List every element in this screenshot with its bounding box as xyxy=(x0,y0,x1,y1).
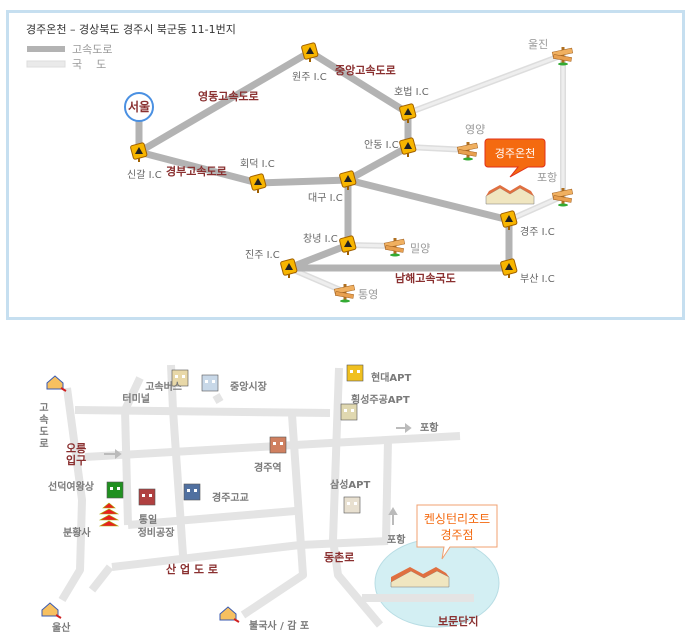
caution-sign-icon xyxy=(301,42,319,62)
arrow-icons xyxy=(104,423,412,525)
apartment-icon xyxy=(340,403,358,421)
landmark-icons xyxy=(98,364,364,527)
direction-label: 고속도로 xyxy=(37,402,49,450)
caution-sign-icon xyxy=(399,103,417,123)
landmark-label: 경주역 xyxy=(254,461,282,474)
legend-national-label: 국 도 xyxy=(72,58,106,71)
garage-icon xyxy=(138,488,156,506)
caution-sign-icon xyxy=(399,137,417,157)
ic-label: 안동 I.C xyxy=(364,139,399,151)
ic-label: 부산 I.C xyxy=(520,273,555,285)
road-label: 보문단지 xyxy=(438,614,478,628)
apartment-tower-icon xyxy=(346,364,364,382)
train-station-icon xyxy=(269,436,287,454)
caution-sign-icon xyxy=(249,173,267,193)
interchange-icons xyxy=(130,42,518,278)
legend-highway-label: 고속도로 xyxy=(72,43,112,56)
highways xyxy=(135,47,513,272)
direction-arrow-icon xyxy=(219,606,240,623)
top-map-frame xyxy=(6,10,685,320)
signpost-icon xyxy=(551,47,574,66)
landmark-label: 현대APT xyxy=(371,371,411,384)
highway-label: 남해고속국도 xyxy=(395,271,456,285)
highway-label: 중앙고속도로 xyxy=(335,64,396,77)
signpost-icon xyxy=(333,284,356,303)
road-label: 산 업 도 로 xyxy=(166,562,218,576)
caution-sign-icon xyxy=(130,142,148,162)
highway-label: 경부고속도로 xyxy=(166,164,227,178)
road-label: 동촌로 xyxy=(324,550,354,564)
seoul-label: 서울 xyxy=(128,99,150,114)
landmark-label: 분황사 xyxy=(63,526,91,539)
seoul-marker xyxy=(124,92,154,122)
ic-label: 창녕 I.C xyxy=(303,233,338,245)
market-icon xyxy=(201,374,219,392)
caution-sign-icon xyxy=(500,258,518,278)
destination-callout: 경주온천 xyxy=(484,138,546,178)
landmark-label: 선덕여왕상 xyxy=(48,480,95,493)
landmark-label: 횡성주공APT xyxy=(351,393,410,406)
signpost-icons xyxy=(333,47,574,303)
ic-label: 진주 I.C xyxy=(245,249,280,261)
direction-label: 불국사 / 감 포 xyxy=(249,619,309,632)
signpost-icon xyxy=(551,188,574,207)
address-title: 경주온천 – 경상북도 경주시 북군동 11-1번지 xyxy=(26,22,236,36)
city-label: 영양 xyxy=(465,123,485,136)
resort-building-icon xyxy=(485,185,535,205)
ic-label: 회덕 I.C xyxy=(240,158,275,170)
city-roads xyxy=(58,364,472,628)
direction-sign-icons xyxy=(41,375,240,623)
caution-sign-icon xyxy=(339,170,357,190)
caution-sign-icon xyxy=(280,258,298,278)
bus-terminal-icon xyxy=(171,369,189,387)
direction-arrow-icon xyxy=(46,375,67,392)
direction-arrow-icon xyxy=(41,602,62,619)
city-label: 밀양 xyxy=(410,242,430,255)
direction-label: 포항 xyxy=(387,533,406,546)
pagoda-icon xyxy=(98,502,120,527)
direction-label: 울산 xyxy=(52,621,71,634)
landmark-label: 삼성APT xyxy=(330,478,370,491)
school-icon xyxy=(183,483,201,501)
destination-callout: 켄싱턴리조트 경주점 xyxy=(416,504,498,560)
ic-label: 대구 I.C xyxy=(308,192,343,204)
landmark-label: 경주고교 xyxy=(212,491,249,504)
caution-sign-icon xyxy=(339,235,357,255)
apartment-icon xyxy=(343,496,361,514)
highway-label: 영동고속도로 xyxy=(198,90,259,103)
destination-name: 켄싱턴리조트 xyxy=(424,512,490,526)
ic-label: 신갈 I.C xyxy=(127,168,162,181)
city-label: 포항 xyxy=(537,171,557,184)
ic-label: 경주 I.C xyxy=(520,225,555,238)
signpost-icon xyxy=(456,142,479,161)
direction-label: 포항 xyxy=(420,421,439,434)
legend-national-swatch xyxy=(26,60,66,68)
shrine-icon xyxy=(106,481,124,499)
destination-branch: 경주점 xyxy=(440,528,473,542)
landmark-label: 중앙시장 xyxy=(230,380,268,393)
resort-building-icon xyxy=(390,567,450,588)
caution-sign-icon xyxy=(500,210,518,230)
city-label: 통영 xyxy=(358,288,378,301)
ic-label: 원주 I.C xyxy=(292,71,327,83)
signpost-icon xyxy=(383,238,406,257)
legend-highway-swatch xyxy=(27,46,65,52)
ic-label: 호법 I.C xyxy=(394,86,429,98)
city-label: 울진 xyxy=(528,38,548,51)
destination-label: 경주온천 xyxy=(495,146,535,160)
